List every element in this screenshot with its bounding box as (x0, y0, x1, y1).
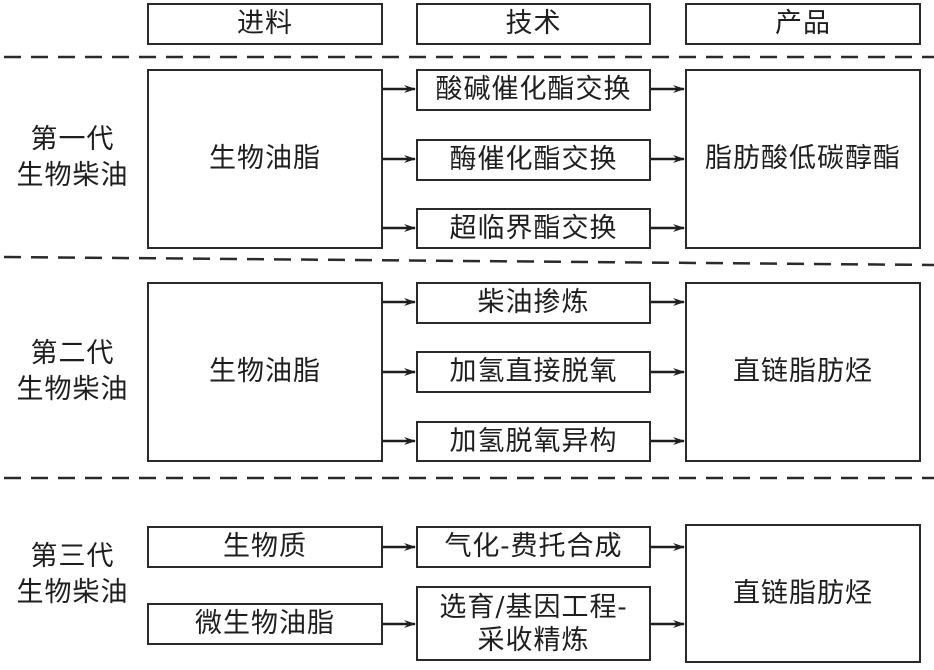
gen2-tech-text-3: 加氢脱氧异构 (449, 425, 618, 457)
gen3-tech-box-1: 气化-费托合成 (416, 526, 651, 568)
header-feed-label: 进料 (237, 8, 293, 39)
gen3-label-line2: 生物柴油 (16, 577, 129, 608)
gen1-tech-box-3: 超临界酯交换 (416, 208, 651, 249)
gen3-tech-text-1: 气化-费托合成 (444, 531, 623, 562)
gen3-label: 第三代 生物柴油 (0, 539, 145, 611)
gen2-tech-text-2: 加氢直接脱氧 (449, 356, 618, 387)
gen3-feed-box-1: 生物质 (147, 526, 383, 568)
gen2-tech-box-2: 加氢直接脱氧 (416, 351, 651, 393)
gen3-tech-text-2-line2: 采收精炼 (477, 624, 590, 656)
gen3-feed-text-2: 微生物油脂 (195, 608, 335, 639)
header-feed: 进料 (147, 3, 383, 45)
gen3-feed-box-2: 微生物油脂 (147, 603, 383, 645)
gen3-product-text: 直链脂肪烃 (733, 577, 873, 609)
header-technology-label: 技术 (505, 8, 562, 39)
gen2-label: 第二代 生物柴油 (0, 336, 145, 408)
gen2-product-box: 直链脂肪烃 (685, 282, 921, 462)
gen2-feed-text: 生物油脂 (209, 356, 321, 387)
gen1-tech-text-2: 酶催化酯交换 (449, 144, 618, 175)
gen1-tech-text-3: 超临界酯交换 (449, 212, 618, 244)
gen1-label: 第一代 生物柴油 (0, 122, 145, 194)
gen2-label-line1: 第二代 (30, 338, 115, 369)
gen1-label-line2: 生物柴油 (16, 160, 129, 191)
gen1-tech-box-2: 酶催化酯交换 (416, 139, 651, 181)
header-product-label: 产品 (775, 8, 831, 39)
gen1-tech-box-1: 酸碱催化酯交换 (416, 69, 651, 111)
gen1-feed-box: 生物油脂 (147, 69, 383, 249)
gen2-product-text: 直链脂肪烃 (733, 356, 873, 387)
gen1-feed-text: 生物油脂 (209, 143, 321, 174)
gen1-tech-text-1: 酸碱催化酯交换 (435, 74, 632, 105)
gen2-label-line2: 生物柴油 (16, 374, 129, 405)
gen1-label-line1: 第一代 (30, 124, 115, 155)
gen2-feed-box: 生物油脂 (147, 282, 383, 462)
gen3-feed-text-1: 生物质 (223, 531, 307, 562)
gen2-tech-box-3: 加氢脱氧异构 (416, 421, 651, 462)
gen2-tech-text-1: 柴油掺炼 (477, 287, 590, 318)
gen2-tech-box-1: 柴油掺炼 (416, 282, 651, 324)
gen1-product-box: 脂肪酸低碳醇酯 (685, 69, 921, 249)
header-product: 产品 (685, 3, 921, 45)
gen3-tech-text-2-line1: 选育/基因工程- (439, 591, 628, 623)
header-technology: 技术 (416, 3, 651, 45)
separator-dashed-2 (3, 255, 934, 267)
gen1-product-text: 脂肪酸低碳醇酯 (705, 143, 901, 174)
gen3-tech-box-2: 选育/基因工程- 采收精炼 (416, 586, 651, 661)
gen3-label-line1: 第三代 (30, 541, 115, 572)
gen3-product-box: 直链脂肪烃 (685, 524, 921, 663)
